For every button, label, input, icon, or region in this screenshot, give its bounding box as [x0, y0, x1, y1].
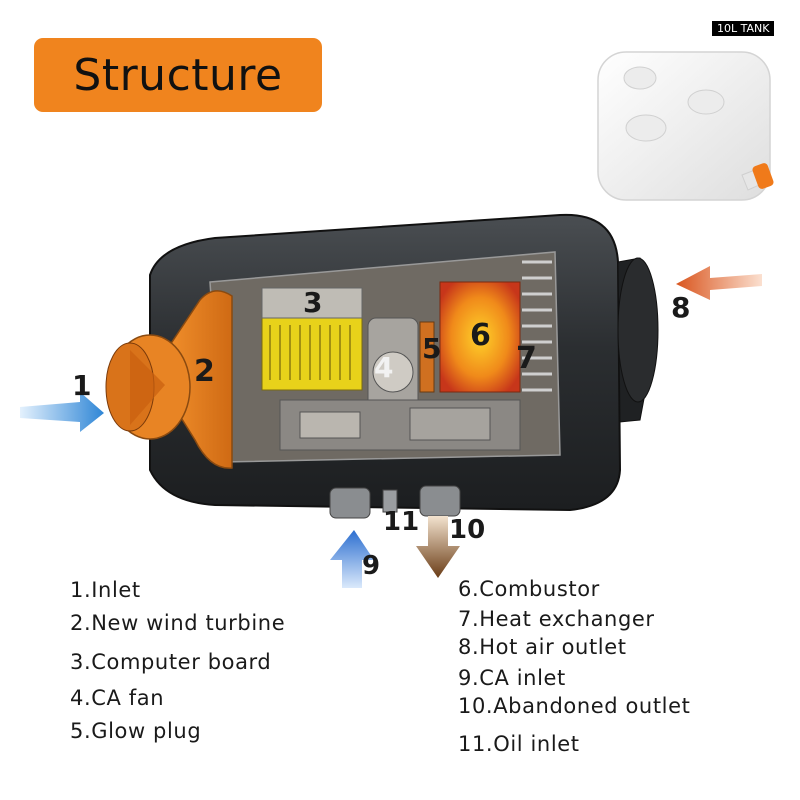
- callout-6: 6: [470, 318, 491, 353]
- callout-9: 9: [362, 551, 380, 581]
- legend-item-1: 1.Inlet: [70, 578, 141, 602]
- legend-item-11: 11.Oil inlet: [458, 732, 580, 756]
- hot-air-outlet-arrow: [676, 266, 762, 300]
- callout-3: 3: [303, 286, 322, 319]
- legend-item-10: 10.Abandoned outlet: [458, 694, 691, 718]
- callout-2: 2: [194, 354, 215, 389]
- callout-4: 4: [374, 351, 393, 384]
- legend-item-2: 2.New wind turbine: [70, 611, 286, 635]
- cutaway-interior: [209, 251, 561, 463]
- page-title: Structure: [73, 49, 283, 101]
- tank-label: 10L TANK: [712, 21, 775, 36]
- inlet-arrow: [20, 392, 104, 432]
- callout-7: 7: [516, 341, 537, 376]
- callout-5: 5: [422, 332, 441, 365]
- wind-turbine: [105, 290, 233, 469]
- legend-item-5: 5.Glow plug: [70, 719, 202, 743]
- title-banner: Structure: [34, 38, 322, 112]
- callout-1: 1: [72, 369, 91, 402]
- legend-item-4: 4.CA fan: [70, 686, 165, 710]
- heater-diagram: 1 2 3 4 5 6 7 8 9 10 11: [20, 51, 774, 588]
- callout-11: 11: [383, 507, 419, 537]
- fuel-tank-image: [597, 51, 774, 201]
- ca-inlet-arrow: [330, 530, 374, 588]
- legend-item-8: 8.Hot air outlet: [458, 635, 627, 659]
- callout-10: 10: [449, 515, 485, 545]
- legend-item-6: 6.Combustor: [458, 577, 600, 601]
- legend-item-3: 3.Computer board: [70, 650, 272, 674]
- legend-item-9: 9.CA inlet: [458, 666, 566, 690]
- abandoned-outlet-arrow: [416, 516, 460, 578]
- callout-8: 8: [671, 291, 690, 324]
- legend-item-7: 7.Heat exchanger: [458, 607, 655, 631]
